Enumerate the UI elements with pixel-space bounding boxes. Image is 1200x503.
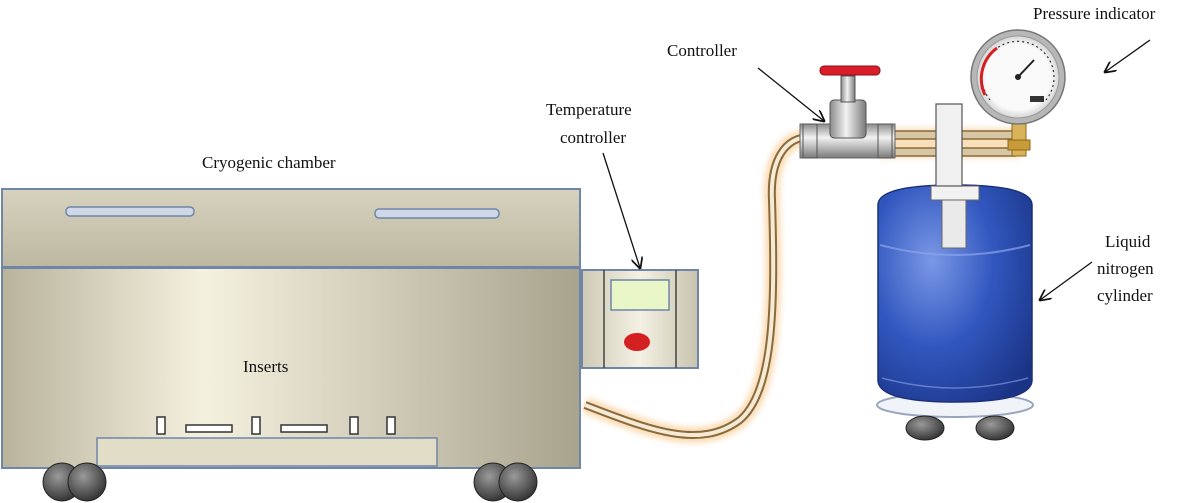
label-temperature-controller-line1: Temperature [546,100,632,119]
wheel-icon [905,415,945,441]
wheel-icon [498,462,538,502]
arrow-pressure-indicator [1105,39,1151,72]
wheel-icon [975,415,1015,441]
chamber-body [1,267,581,469]
cylinder-connector [935,103,963,187]
cryogenic-chamber [1,188,581,502]
insert-slot [251,416,261,435]
lid-handle-left [65,206,195,217]
valve-handle-icon [819,65,881,76]
nitrogen-hose [582,129,811,444]
label-liquid-nitrogen-line1: Liquid [1105,232,1151,251]
label-controller: Controller [667,41,737,60]
insert-slot [185,424,233,433]
arrow-controller [757,67,824,121]
liquid-nitrogen-cylinder [876,103,1034,441]
label-inserts: Inserts [243,357,288,376]
label-liquid-nitrogen-line3: cylinder [1097,286,1153,305]
cylinder-neck [930,185,980,201]
arrow-liquid-nitrogen-cylinder [1040,261,1093,300]
arrow-temperature-controller [602,152,640,268]
insert-slot [386,416,396,435]
chamber-lid [1,188,581,268]
pressure-gauge-icon [970,29,1066,157]
insert-tray [96,437,438,467]
insert-slot [280,424,328,433]
valve-controller [799,65,896,159]
controller-display [610,279,670,311]
label-pressure-indicator: Pressure indicator [1033,4,1156,23]
insert-slot [156,416,166,435]
label-temperature-controller-line2: controller [560,128,626,147]
label-liquid-nitrogen-line2: nitrogen [1097,259,1154,278]
lid-handle-right [374,208,500,219]
insert-slot [349,416,359,435]
temperature-controller-box [581,269,699,369]
wheel-icon [67,462,107,502]
cylinder-neck-inner [941,199,967,249]
label-cryogenic-chamber: Cryogenic chamber [202,153,336,172]
indicator-light [624,333,650,351]
